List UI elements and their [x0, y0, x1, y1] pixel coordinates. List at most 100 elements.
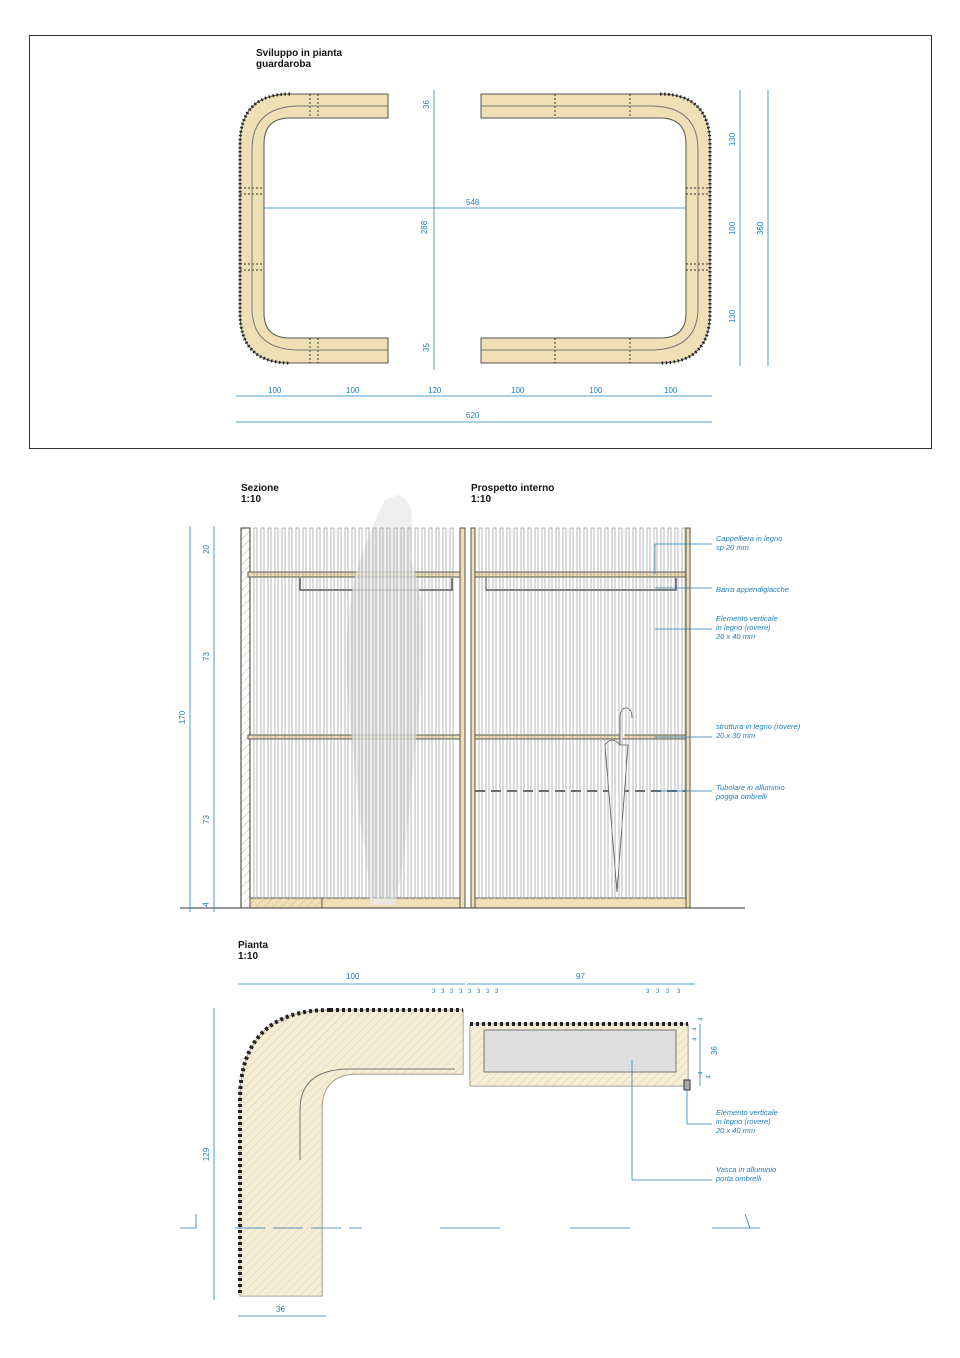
elevation-slats — [478, 527, 686, 899]
vertical-slat — [625, 527, 630, 899]
gap-left-2: 3 — [441, 989, 445, 995]
note-vertical-element-line2: in legno (rovere) — [716, 623, 771, 632]
vertical-slat — [583, 527, 588, 899]
vertical-slat — [611, 527, 616, 899]
note-vertical-element-line1: Elemento verticale — [716, 614, 778, 623]
note-hat-shelf-line1: Cappelliera in legno — [716, 534, 783, 543]
dim-detail-arm-width: 36 — [276, 1305, 285, 1314]
plan-overview-title-line2: guardaroba — [256, 59, 312, 70]
plan-right-wardrobe — [480, 92, 712, 365]
vertical-slat — [478, 527, 483, 899]
vertical-slat — [358, 527, 363, 899]
vertical-slat — [506, 527, 511, 899]
gap-right-1: 3 — [646, 989, 650, 995]
dim-bottom-seg-5: 100 — [589, 386, 603, 395]
vertical-slat — [576, 527, 581, 899]
vertical-slat — [295, 527, 300, 899]
dim-total-depth: 360 — [756, 221, 766, 236]
section-title-line2: 1:10 — [241, 494, 262, 505]
vertical-slat — [485, 527, 490, 899]
gap-left-7: 3 — [486, 989, 490, 995]
note-hat-shelf: Cappelliera in legno sp 20 mm — [716, 534, 782, 552]
vertical-slat — [653, 527, 658, 899]
side-gap-5: 4 — [706, 1075, 713, 1079]
vertical-slat — [674, 527, 679, 899]
section-title: Sezione 1:10 — [241, 483, 279, 505]
vertical-slat — [449, 527, 454, 899]
elevation-title: Prospetto interno 1:10 — [471, 483, 554, 505]
vertical-slat — [281, 527, 286, 899]
vertical-slat — [288, 527, 293, 899]
section-title-line1: Sezione — [241, 483, 279, 494]
note-vertical-element-line3: 20 x 40 mm — [716, 632, 756, 641]
gap-left-8: 3 — [495, 989, 499, 995]
vertical-slat — [309, 527, 314, 899]
gap-left-1: 3 — [432, 989, 436, 995]
gap-left-5: 3 — [468, 989, 472, 995]
dim-right-seg-2: 100 — [728, 221, 738, 236]
vertical-slat — [428, 527, 433, 899]
vertical-slat — [379, 527, 384, 899]
vertical-slat — [534, 527, 539, 899]
vertical-slat — [260, 527, 265, 899]
vertical-slat — [639, 527, 644, 899]
vertical-slat — [316, 527, 321, 899]
vertical-slat — [386, 527, 391, 899]
vertical-slat — [681, 527, 686, 899]
note-umbrella-tube-line1: Tubolare in alluminio — [716, 783, 785, 792]
vertical-slat — [618, 527, 623, 899]
vertical-slat — [590, 527, 595, 899]
dim-bottom-seg-4: 100 — [511, 386, 525, 395]
plan-detail-drawing — [238, 1008, 691, 1297]
elevation-title-line1: Prospetto interno — [471, 483, 555, 494]
vertical-slat — [597, 527, 602, 899]
dim-detail-tray-depth: 36 — [709, 1046, 719, 1055]
vertical-slat — [393, 527, 398, 899]
note-umbrella-tray-line1: Vasca in alluminio — [716, 1165, 777, 1174]
dim-section-top: 20 — [201, 545, 211, 554]
vertical-slat — [372, 527, 377, 899]
vertical-slat — [632, 527, 637, 899]
vertical-slat — [520, 527, 525, 899]
plan-dimension-lines — [236, 90, 769, 423]
gap-left-3: 3 — [450, 989, 454, 995]
dim-section-low: 73 — [201, 815, 211, 824]
dim-detail-depth: 129 — [202, 1147, 212, 1162]
note-plan-vertical-element-line2: in legno (rovere) — [716, 1117, 771, 1126]
vertical-slat — [365, 527, 370, 899]
vertical-slat — [253, 527, 258, 899]
dim-right-seg-1: 130 — [728, 132, 738, 147]
dim-inner-width: 548 — [466, 198, 480, 207]
elevation-title-line2: 1:10 — [471, 494, 492, 505]
vertical-slat — [323, 527, 328, 899]
note-umbrella-tube: Tubolare in alluminio poggia ombrelli — [716, 783, 785, 801]
vertical-slat — [646, 527, 651, 899]
dim-right-seg-3: 130 — [728, 309, 738, 324]
note-vertical-element: Elemento verticale in legno (rovere) 20 … — [716, 614, 778, 641]
note-coat-bar-line1: Barra appendigiacche — [716, 585, 789, 594]
note-umbrella-tube-line2: poggia ombrelli — [716, 792, 767, 801]
plan-detail-title-line1: Pianta — [238, 940, 269, 951]
note-plan-vertical-element: Elemento verticale in legno (rovere) 20 … — [716, 1108, 778, 1135]
vertical-slat — [435, 527, 440, 899]
plan-detail-title-line2: 1:10 — [238, 951, 259, 962]
vertical-slat — [337, 527, 342, 899]
vertical-slat — [492, 527, 497, 899]
dim-section-base: 4 — [201, 902, 211, 907]
dim-inner-depth: 288 — [420, 220, 430, 235]
dim-total-width: 620 — [466, 411, 480, 420]
dim-section-total: 170 — [178, 710, 188, 725]
gap-right-2: 3 — [656, 989, 660, 995]
vertical-slat — [660, 527, 665, 899]
dim-bottom-return: 35 — [421, 343, 431, 352]
dim-bottom-seg-2: 100 — [346, 386, 360, 395]
gap-right-3: 3 — [666, 989, 670, 995]
dim-section-mid: 73 — [201, 652, 211, 661]
vertical-slat — [421, 527, 426, 899]
dim-bottom-seg-3: 120 — [428, 386, 442, 395]
vertical-slat — [442, 527, 447, 899]
note-umbrella-tray-line2: porta ombrelli — [716, 1174, 762, 1183]
vertical-slat — [400, 527, 405, 899]
side-gap-4: 4 — [698, 1071, 705, 1075]
note-umbrella-tray: Vasca in alluminio porta ombrelli — [716, 1165, 776, 1183]
